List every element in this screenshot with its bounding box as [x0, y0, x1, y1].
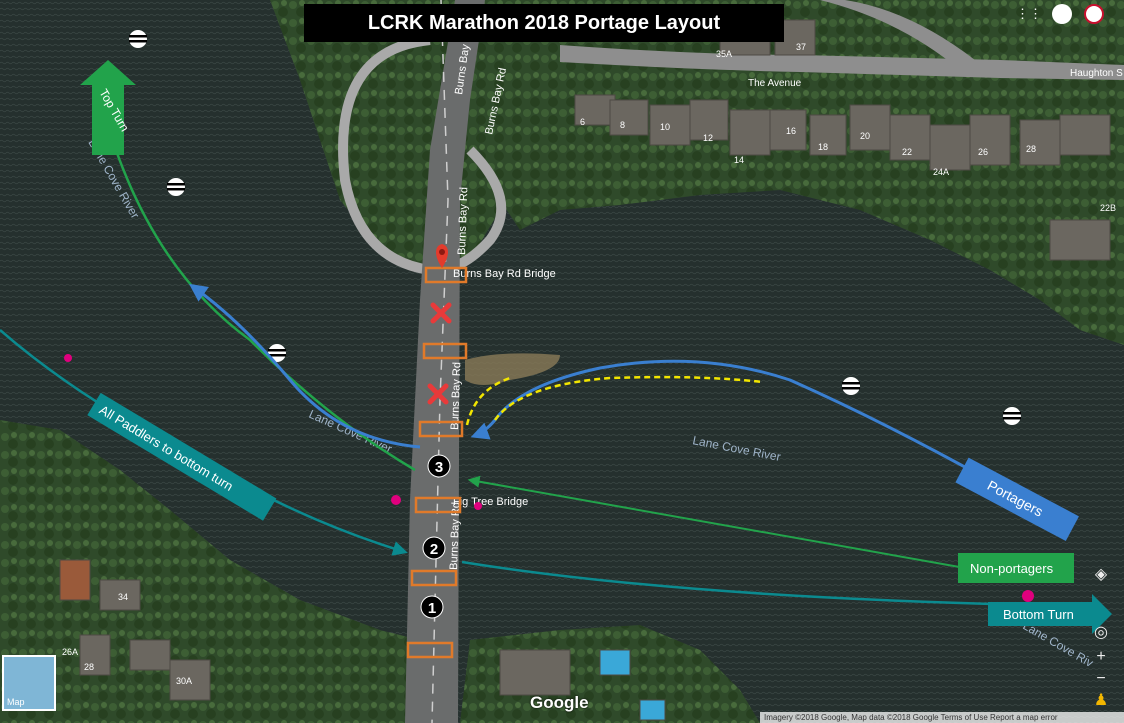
buoy-icon	[129, 30, 147, 48]
svg-text:The Avenue: The Avenue	[748, 78, 802, 89]
svg-text:35A: 35A	[716, 49, 732, 59]
route-bottom-turn	[461, 560, 1091, 608]
page-title: LCRK Marathon 2018 Portage Layout	[304, 4, 784, 42]
svg-text:37: 37	[796, 42, 806, 52]
svg-text:14: 14	[734, 155, 744, 165]
portage-boxes	[406, 266, 468, 659]
buoy-icon	[167, 178, 185, 196]
route-portagers	[470, 359, 986, 480]
compass-icon[interactable]: ◈	[1094, 566, 1108, 583]
house-number-labels: 6 8 10 12 14 16 18 20 22 24A 26 28 35A 3…	[62, 42, 1116, 686]
land-northeast	[470, 0, 1124, 345]
street-view-pegman-icon[interactable]: ♟	[1093, 692, 1109, 709]
marker-1: 1	[420, 595, 444, 619]
svg-text:18: 18	[818, 142, 828, 152]
svg-text:2: 2	[430, 541, 438, 558]
bottom-turn-arrow: Bottom Turn	[988, 594, 1112, 634]
dot-marker	[474, 502, 482, 510]
svg-text:16: 16	[786, 126, 796, 136]
buoy-icon	[1003, 407, 1021, 425]
svg-text:28: 28	[84, 662, 94, 672]
svg-text:1: 1	[428, 600, 436, 617]
label-burns-bay-bridge: Burns Bay Rd Bridge	[453, 268, 556, 280]
svg-text:12: 12	[703, 133, 713, 143]
svg-text:34: 34	[118, 592, 128, 602]
buoy-markers	[129, 30, 1021, 425]
marker-3: 3	[427, 454, 451, 478]
svg-text:20: 20	[860, 131, 870, 141]
non-portagers-label: Non-portagers	[958, 553, 1074, 583]
zoom-in-button[interactable]: +	[1096, 648, 1106, 665]
svg-text:22: 22	[902, 147, 912, 157]
label-fig-tree-bridge: Fig Tree Bridge	[453, 496, 528, 508]
road-loop-west	[338, 35, 431, 275]
svg-text:22B: 22B	[1100, 203, 1116, 213]
street-labels: The Avenue Haughton S	[748, 68, 1123, 89]
road-the-avenue	[560, 45, 1124, 80]
svg-text:Burns Bay Rd: Burns Bay Rd	[448, 502, 462, 570]
apps-icon[interactable]: ⋮⋮	[1016, 6, 1042, 21]
marker-2: 2	[422, 536, 446, 560]
dashed-line-right	[493, 375, 763, 421]
svg-text:28: 28	[1026, 144, 1036, 154]
svg-text:30A: 30A	[176, 676, 192, 686]
map-footer[interactable]: Imagery ©2018 Google, Map data ©2018 Goo…	[760, 712, 1124, 723]
svg-text:Haughton S: Haughton S	[1070, 68, 1123, 79]
svg-text:6: 6	[580, 117, 585, 127]
road-loop-east	[448, 146, 507, 273]
location-pin-icon[interactable]	[436, 244, 448, 268]
google-logo: Google	[530, 693, 589, 712]
svg-text:8: 8	[620, 120, 625, 130]
map-type-label: Map	[7, 697, 25, 707]
cross-icon	[430, 302, 452, 324]
svg-text:Burns Bay Rd: Burns Bay Rd	[456, 187, 470, 255]
svg-text:26A: 26A	[62, 647, 78, 657]
route-non-portagers	[467, 475, 966, 569]
svg-text:26: 26	[978, 147, 988, 157]
map-type-toggle[interactable]: Map	[2, 655, 56, 711]
cross-icon	[427, 383, 449, 405]
svg-text:10: 10	[660, 122, 670, 132]
route-portage-west	[189, 283, 421, 449]
avatar[interactable]	[1052, 4, 1072, 24]
profile-icon[interactable]	[1084, 4, 1104, 24]
buoy-icon	[842, 377, 860, 395]
svg-text:24A: 24A	[933, 167, 949, 177]
dot-marker	[1022, 590, 1034, 602]
sand-spit	[465, 353, 560, 385]
svg-text:3: 3	[435, 459, 443, 476]
road-northeast	[820, 0, 975, 70]
svg-text:Burns Bay Rd: Burns Bay Rd	[449, 362, 463, 430]
dot-marker	[64, 354, 72, 362]
houses	[59, 19, 1111, 721]
zoom-out-button[interactable]: −	[1096, 670, 1106, 687]
dashed-line-left	[465, 376, 511, 426]
road-centerline	[431, 0, 449, 723]
dot-marker	[391, 495, 401, 505]
top-right-controls: ⋮⋮	[1010, 4, 1120, 24]
svg-text:Non-portagers: Non-portagers	[970, 561, 1054, 576]
my-location-icon[interactable]: ◎	[1094, 624, 1108, 641]
svg-text:Bottom Turn: Bottom Turn	[1003, 607, 1074, 622]
